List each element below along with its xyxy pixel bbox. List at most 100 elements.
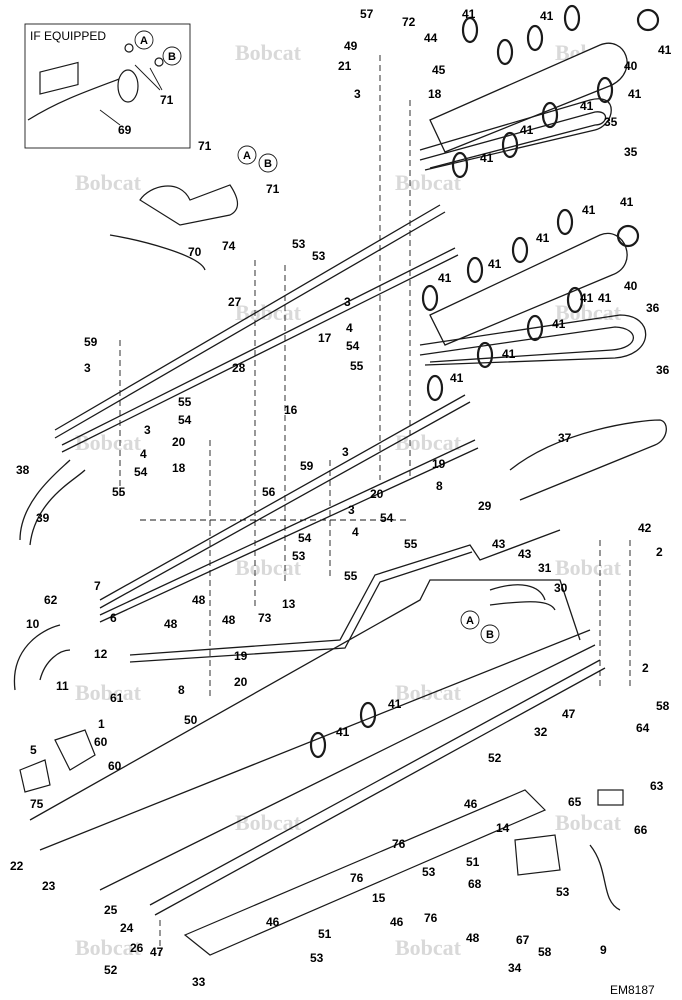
hose-39 — [29, 469, 86, 546]
tube-loop-36a — [419, 314, 647, 366]
plate-15 — [183, 789, 547, 956]
part-label-54: 54 — [380, 511, 394, 525]
ring — [501, 131, 519, 159]
part-label-33: 33 — [192, 975, 206, 989]
watermark-text: Bobcat — [395, 170, 462, 195]
ring — [541, 101, 559, 129]
accumulator-70 — [139, 184, 239, 226]
part-label-8: 8 — [178, 683, 185, 697]
ring — [421, 284, 439, 312]
inset-part-label: 71 — [160, 93, 174, 107]
part-label-49: 49 — [344, 39, 358, 53]
part-label-20: 20 — [370, 487, 384, 501]
part-label-27: 27 — [228, 295, 242, 309]
part-label-53: 53 — [556, 885, 570, 899]
inset-if-equipped: IF EQUIPPED A B — [24, 23, 191, 149]
part-label-44: 44 — [424, 31, 438, 45]
part-label-20: 20 — [172, 435, 186, 449]
block-14 — [514, 834, 561, 876]
part-label-59: 59 — [300, 459, 314, 473]
callout-b: B — [264, 158, 272, 170]
part-label-54: 54 — [134, 465, 148, 479]
part-label-18: 18 — [172, 461, 186, 475]
part-label-9: 9 — [600, 943, 607, 957]
ring — [426, 374, 444, 402]
part-label-46: 46 — [390, 915, 404, 929]
part-label-46: 46 — [464, 797, 478, 811]
watermark-text: Bobcat — [395, 680, 462, 705]
part-label-17: 17 — [318, 331, 332, 345]
watermark-text: Bobcat — [555, 555, 622, 580]
part-label-21: 21 — [338, 59, 352, 73]
watermark-text: Bobcat — [235, 40, 302, 65]
line-22 — [29, 579, 581, 821]
inset-valve — [39, 61, 79, 95]
line-28a — [61, 247, 456, 446]
part-label-20: 20 — [234, 675, 248, 689]
part-label-64: 64 — [636, 721, 650, 735]
part-label-15: 15 — [372, 891, 386, 905]
part-label-41: 41 — [620, 195, 634, 209]
part-label-75: 75 — [30, 797, 44, 811]
part-label-72: 72 — [402, 15, 416, 29]
main-callouts: A B A B — [109, 145, 500, 644]
line-24b — [154, 667, 606, 916]
part-label-68: 68 — [468, 877, 482, 891]
ring — [309, 731, 327, 759]
part-label-41: 41 — [480, 151, 494, 165]
part-label-48: 48 — [192, 593, 206, 607]
line-28b — [61, 254, 459, 453]
part-label-43: 43 — [518, 547, 532, 561]
part-label-26: 26 — [130, 941, 144, 955]
watermark-text: Bobcat — [75, 430, 142, 455]
part-label-73: 73 — [258, 611, 272, 625]
inset-frame — [24, 23, 191, 149]
watermark-text: Bobcat — [75, 935, 142, 960]
part-label-23: 23 — [42, 879, 56, 893]
part-label-3: 3 — [354, 87, 361, 101]
line-37 — [509, 419, 667, 501]
part-label-11: 11 — [56, 679, 69, 693]
part-label-3: 3 — [84, 361, 91, 375]
leader-lines — [99, 64, 163, 126]
part-label-37: 37 — [558, 431, 572, 445]
part-label-34: 34 — [508, 961, 522, 975]
callout-b-circle — [258, 153, 278, 173]
part-label-71: 71 — [266, 182, 280, 196]
part-label-41: 41 — [598, 291, 612, 305]
part-label-12: 12 — [94, 647, 108, 661]
part-label-66: 66 — [634, 823, 648, 837]
part-label-41: 41 — [462, 7, 476, 21]
part-label-76: 76 — [424, 911, 438, 925]
part-label-40: 40 — [624, 59, 638, 73]
part-label-50: 50 — [184, 713, 198, 727]
callout-b-circle — [162, 46, 182, 66]
part-label-41: 41 — [628, 87, 642, 101]
callout-b-circle — [480, 624, 500, 644]
part-label-8: 8 — [436, 479, 443, 493]
watermark-layer: Bobcat Bobcat Bobcat Bobcat Bobcat Bobca… — [75, 40, 622, 960]
part-label-65: 65 — [568, 795, 582, 809]
part-label-76: 76 — [392, 837, 406, 851]
ring — [451, 151, 469, 179]
part-label-40: 40 — [624, 279, 638, 293]
part-label-41: 41 — [658, 43, 672, 57]
ring — [496, 38, 514, 66]
ring — [466, 256, 484, 284]
part-label-2: 2 — [656, 545, 663, 559]
ring — [636, 8, 660, 32]
line-24 — [149, 659, 601, 906]
part-label-13: 13 — [282, 597, 296, 611]
part-label-39: 39 — [36, 511, 50, 525]
part-label-10: 10 — [26, 617, 40, 631]
part-label-51: 51 — [466, 855, 480, 869]
watermark-text: Bobcat — [235, 810, 302, 835]
part-label-5: 5 — [30, 743, 37, 757]
callout-a: A — [466, 615, 474, 627]
part-label-53: 53 — [422, 865, 436, 879]
ring — [476, 341, 494, 369]
part-label-16: 16 — [284, 403, 298, 417]
part-label-41: 41 — [582, 203, 596, 217]
part-label-47: 47 — [562, 707, 576, 721]
